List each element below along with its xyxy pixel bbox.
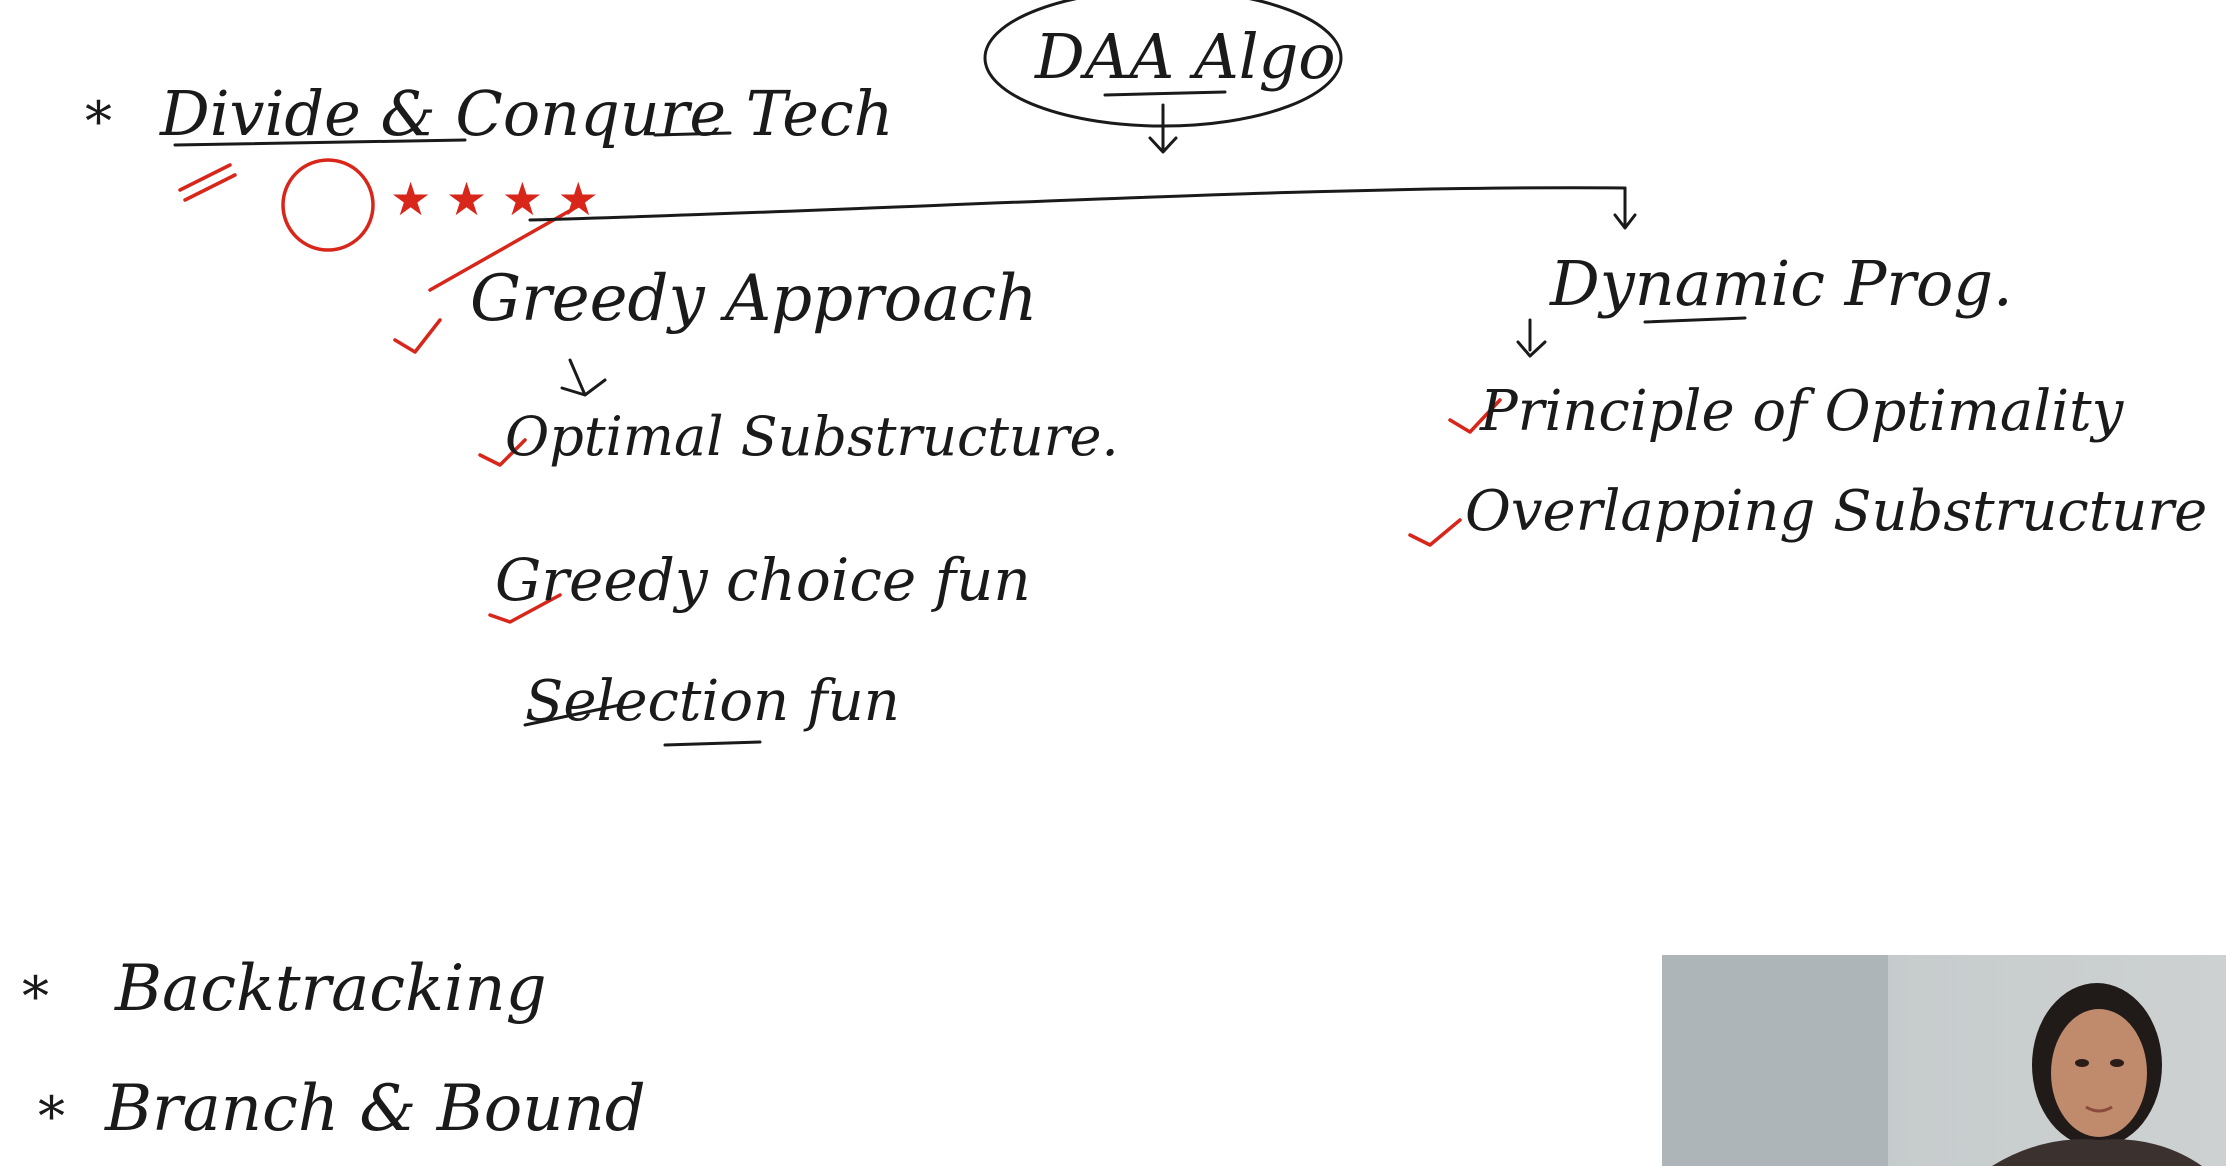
dp-item-2: Overlapping Substructure xyxy=(1465,479,2207,544)
presenter-avatar xyxy=(1992,983,2202,1166)
greedy-check xyxy=(393,318,442,354)
title-underline xyxy=(1103,90,1227,97)
dp-down-arrow xyxy=(1613,186,1637,230)
title-down-arrow xyxy=(1148,103,1178,154)
title-text: DAA Algo xyxy=(1034,20,1336,93)
branch-line xyxy=(528,186,1627,222)
backtracking-text: Backtracking xyxy=(114,952,547,1026)
dp-sub-arrow xyxy=(1516,318,1547,358)
dp-underline xyxy=(1643,316,1747,324)
greedy-heading: Greedy Approach xyxy=(470,262,1037,336)
divide-conquer-text: Divide & Conqure Tech xyxy=(159,77,894,150)
dp-heading: Dynamic Prog. xyxy=(1549,247,2013,320)
selection-underline xyxy=(663,740,762,747)
dp-item-1: Principle of Optimality xyxy=(1479,379,2125,444)
bullet-star: * xyxy=(85,90,112,153)
greedy-item-3: Selection fun xyxy=(525,669,900,734)
overlapping-check xyxy=(1408,518,1462,547)
red-double-tick xyxy=(178,163,237,202)
greedy-item-2: Greedy choice fun xyxy=(495,546,1031,614)
greedy-item-1: Optimal Substructure. xyxy=(505,405,1119,468)
red-stars: ★ ★ ★ ★ xyxy=(390,172,599,226)
branch-bound-text: Branch & Bound xyxy=(104,1072,646,1146)
red-circle-mark xyxy=(281,158,375,252)
webcam-overlay xyxy=(1662,955,2226,1166)
divide-underline xyxy=(173,131,732,147)
bullet-backtracking: * xyxy=(22,965,49,1028)
principle-check xyxy=(1448,398,1502,434)
greedy-down-arrow xyxy=(560,358,607,397)
selection-strike xyxy=(523,703,622,727)
optimal-check xyxy=(478,438,527,467)
bullet-branch: * xyxy=(38,1085,65,1148)
webcam-wall xyxy=(1662,955,1888,1166)
greedy-choice-check xyxy=(488,593,562,624)
